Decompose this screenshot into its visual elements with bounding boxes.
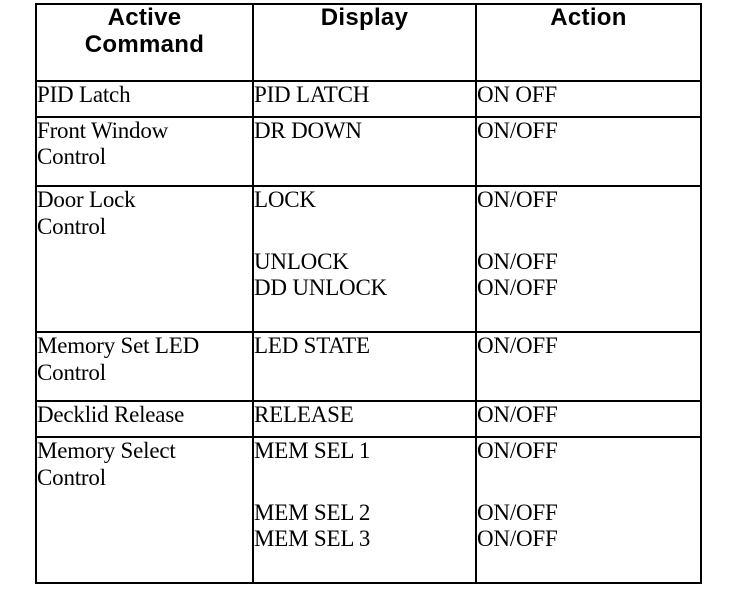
column-header-line: Active bbox=[107, 4, 182, 31]
header-row: Active Command Display Action bbox=[35, 3, 702, 82]
table-row: Decklid Release RELEASE ON/OFF bbox=[35, 400, 702, 438]
cell-display: RELEASE bbox=[252, 400, 477, 438]
column-header-line: Action bbox=[550, 4, 627, 31]
cell-line: DR DOWN bbox=[254, 117, 362, 143]
cell-action: ON OFF bbox=[475, 80, 702, 118]
table-row: Door Lock Control LOCK UNLOCK DD UNLOCK … bbox=[35, 184, 702, 333]
cell-line: MEM SEL 3 bbox=[254, 526, 371, 552]
cell-line: ON/OFF bbox=[477, 499, 558, 525]
cell-active-command: Memory Set LED Control bbox=[35, 330, 254, 403]
cell-line: PID LATCH bbox=[254, 82, 370, 107]
cell-line: ON/OFF bbox=[477, 437, 558, 463]
cell-line: ON/OFF bbox=[477, 275, 558, 301]
cell-line: Front Window bbox=[37, 117, 169, 143]
cell-line: ON/OFF bbox=[477, 117, 558, 143]
cell-line-spacer bbox=[477, 214, 700, 249]
cell-action: ON/OFF ON/OFF ON/OFF bbox=[475, 435, 702, 585]
cell-line: DD UNLOCK bbox=[254, 275, 387, 301]
cell-line-spacer bbox=[254, 214, 475, 249]
cell-line: MEM SEL 2 bbox=[254, 499, 371, 525]
cell-line: Control bbox=[37, 144, 106, 170]
table-row: PID Latch PID LATCH ON OFF bbox=[35, 80, 702, 118]
cell-action: ON/OFF bbox=[475, 400, 702, 438]
cell-line: LED STATE bbox=[254, 332, 370, 358]
cell-active-command: Door Lock Control bbox=[35, 184, 254, 333]
active-command-table: Active Command Display Action PID Latch … bbox=[35, 3, 702, 585]
cell-line: ON/OFF bbox=[477, 402, 558, 428]
cell-line: LOCK bbox=[254, 186, 316, 212]
cell-line: Control bbox=[37, 213, 106, 239]
cell-line: ON/OFF bbox=[477, 332, 558, 358]
cell-line: Control bbox=[37, 359, 106, 385]
cell-line: Door Lock bbox=[37, 186, 136, 212]
column-header-line: Command bbox=[84, 30, 205, 58]
cell-display: LED STATE bbox=[252, 330, 477, 403]
column-header-display: Display bbox=[252, 3, 477, 82]
cell-active-command: PID Latch bbox=[35, 80, 254, 118]
cell-display: PID LATCH bbox=[252, 80, 477, 118]
cell-line: Decklid Release bbox=[37, 402, 185, 428]
table-body: PID Latch PID LATCH ON OFF Front Window … bbox=[35, 80, 702, 585]
cell-action: ON/OFF bbox=[475, 330, 702, 403]
cell-action: ON/OFF bbox=[475, 115, 702, 187]
cell-display: DR DOWN bbox=[252, 115, 477, 187]
cell-line-spacer bbox=[477, 465, 700, 500]
spec-table-container: Active Command Display Action PID Latch … bbox=[35, 3, 702, 585]
cell-line: ON/OFF bbox=[477, 248, 558, 274]
table-row: Memory Select Control MEM SEL 1 MEM SEL … bbox=[35, 435, 702, 585]
table-row: Memory Set LED Control LED STATE ON/OFF bbox=[35, 330, 702, 403]
cell-line: UNLOCK bbox=[254, 248, 349, 274]
table-header: Active Command Display Action bbox=[35, 3, 702, 82]
cell-line-spacer bbox=[254, 465, 475, 500]
column-header-action: Action bbox=[475, 3, 702, 82]
cell-line: Control bbox=[37, 464, 106, 490]
column-header-active-command: Active Command bbox=[35, 3, 254, 82]
cell-line: Memory Set LED bbox=[37, 332, 200, 358]
cell-active-command: Memory Select Control bbox=[35, 435, 254, 585]
cell-line: Memory Select bbox=[37, 437, 176, 463]
cell-line: MEM SEL 1 bbox=[254, 437, 371, 463]
cell-line: ON OFF bbox=[477, 82, 557, 107]
cell-line: ON/OFF bbox=[477, 526, 558, 552]
cell-line: PID Latch bbox=[37, 82, 131, 107]
cell-line: ON/OFF bbox=[477, 186, 558, 212]
cell-active-command: Decklid Release bbox=[35, 400, 254, 438]
table-row: Front Window Control DR DOWN ON/OFF bbox=[35, 115, 702, 187]
column-header-line: Display bbox=[320, 4, 409, 31]
cell-display: LOCK UNLOCK DD UNLOCK bbox=[252, 184, 477, 333]
cell-action: ON/OFF ON/OFF ON/OFF bbox=[475, 184, 702, 333]
cell-line: RELEASE bbox=[254, 402, 354, 428]
cell-active-command: Front Window Control bbox=[35, 115, 254, 187]
cell-display: MEM SEL 1 MEM SEL 2 MEM SEL 3 bbox=[252, 435, 477, 585]
